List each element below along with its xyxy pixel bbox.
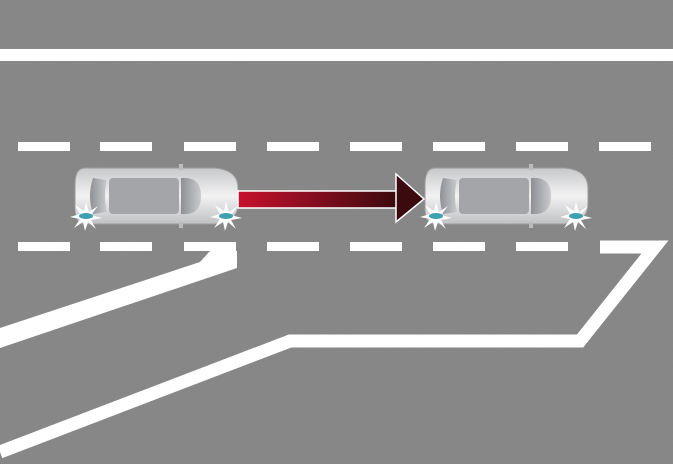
merge-lane-marking-right [0, 240, 669, 459]
solid-lane-line [0, 49, 673, 61]
arrow-right-icon [237, 172, 426, 224]
dashed-lane-line-top [18, 142, 651, 151]
merge-lane-marking-left [0, 251, 237, 348]
dashed-lane-line-bottom [18, 242, 568, 251]
